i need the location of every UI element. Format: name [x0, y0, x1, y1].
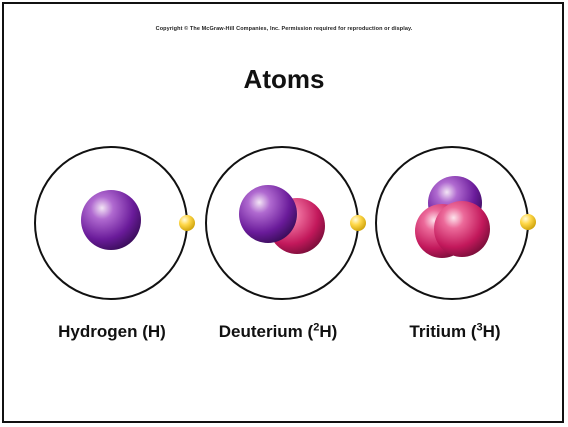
hydrogen-proton: [81, 190, 141, 250]
tritium-atom: [376, 147, 536, 299]
deuterium-proton: [239, 185, 297, 243]
deuterium-atom: [206, 147, 366, 299]
tritium-label: Tritium (3H): [409, 322, 500, 342]
hydrogen-electron: [179, 215, 195, 231]
hydrogen-symbol: H: [148, 322, 160, 341]
tritium-name: Tritium: [409, 322, 466, 341]
tritium-neutron-front: [434, 201, 490, 257]
hydrogen-atom: [35, 147, 195, 299]
deuterium-label: Deuterium (2H): [219, 322, 338, 342]
tritium-symbol: H: [483, 322, 495, 341]
hydrogen-label: Hydrogen (H): [58, 322, 166, 342]
tritium-electron: [520, 214, 536, 230]
hydrogen-name: Hydrogen: [58, 322, 137, 341]
deuterium-symbol: H: [319, 322, 331, 341]
deuterium-electron: [350, 215, 366, 231]
deuterium-name: Deuterium: [219, 322, 303, 341]
